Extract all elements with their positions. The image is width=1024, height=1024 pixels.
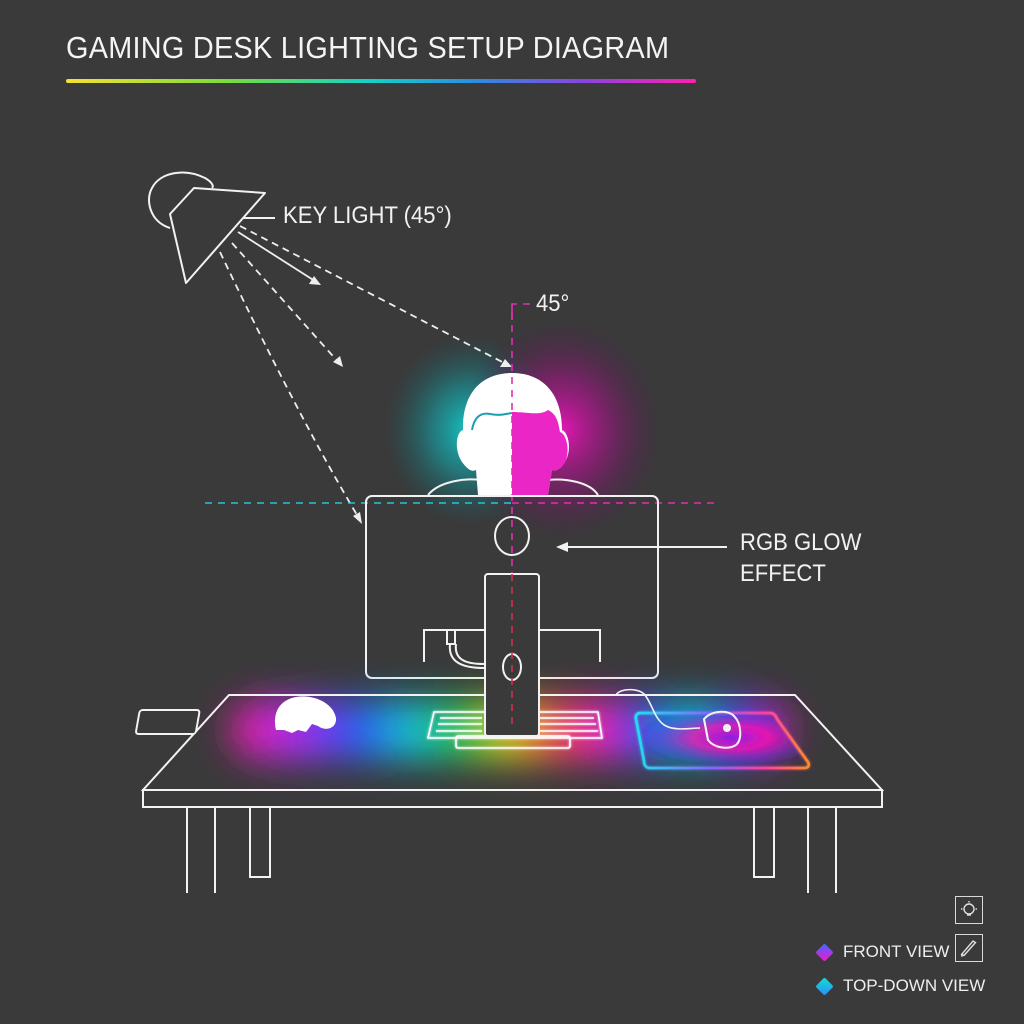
key-light-lamp [148,171,275,284]
page-title: GAMING DESK LIGHTING SETUP DIAGRAM [66,30,670,65]
pencil-icon [960,940,977,958]
mouse [702,710,742,749]
diamond-icon-front-view [815,942,834,962]
rgb-glow-pointer [556,542,727,552]
legend-label-front-view: FRONT VIEW [843,942,950,961]
lightbulb-icon [961,901,977,916]
rgb-glow-label-line2: EFFECT [740,560,826,587]
pencil-tool-button[interactable] [955,934,983,962]
person-head [427,373,599,496]
key-light-label: KEY LIGHT (45°) [283,202,452,229]
mouse-cable [615,688,701,730]
keyboard [426,711,603,749]
light-bulb-tool-button[interactable] [955,896,983,924]
light-rays [219,225,512,524]
angle-label: 45° [536,290,570,317]
legend-label-top-down-view: TOP-DOWN VIEW [843,976,986,995]
legend-top-down-view[interactable]: TOP-DOWN VIEW [815,976,986,996]
title-gradient-underline [66,79,696,83]
desk [140,694,885,893]
rgb-glow-label-line1: RGB GLOW [740,529,862,556]
monitor-stand [484,573,540,737]
mousepad [634,711,811,770]
hand-on-left-pad [135,696,337,735]
diamond-icon-top-down-view [815,976,834,996]
legend-front-view[interactable]: FRONT VIEW [815,942,950,962]
